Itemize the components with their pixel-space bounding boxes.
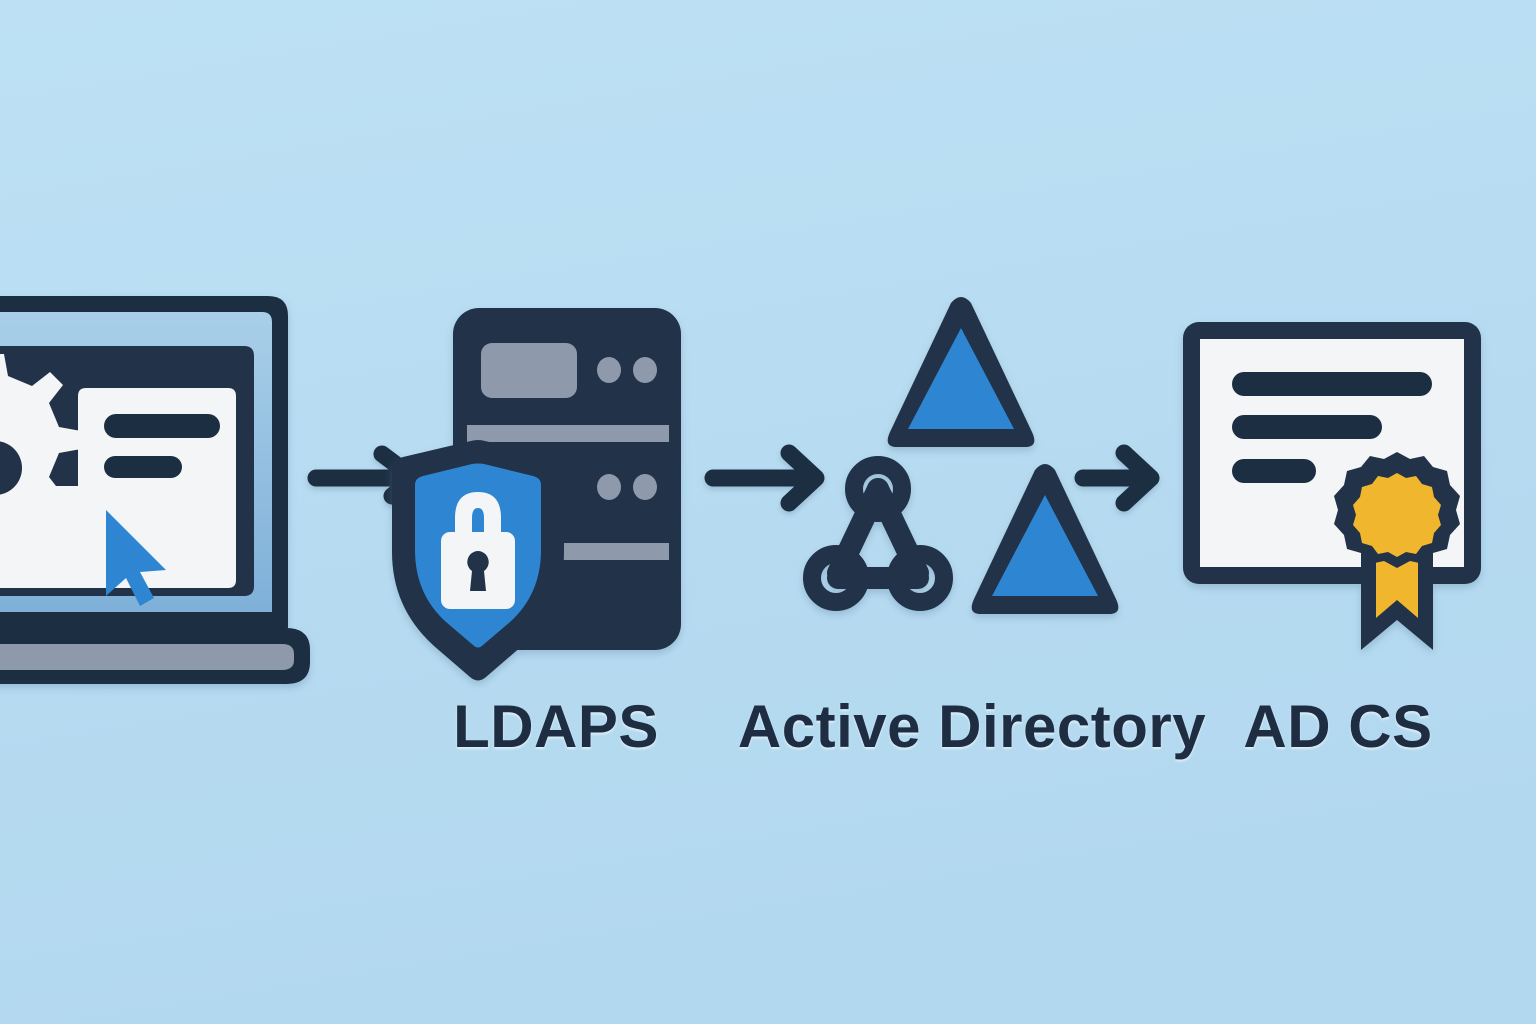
- award-seal-icon: [1334, 452, 1460, 568]
- screen-text-bar-1: [104, 414, 220, 438]
- cursor-icon: [106, 510, 166, 606]
- ad-node-graph-icon: [803, 456, 953, 611]
- certificate-line-1: [1232, 372, 1432, 396]
- server-led-3: [597, 474, 621, 500]
- server-led-2: [633, 357, 657, 383]
- certificate-line-2: [1232, 415, 1382, 439]
- screen-text-bar-2: [104, 456, 182, 478]
- server-bar-1: [467, 425, 669, 442]
- certificate-line-3: [1232, 459, 1316, 483]
- lock-icon: [441, 492, 515, 609]
- server-panel: [481, 343, 577, 398]
- ribbon-fill: [1376, 545, 1418, 618]
- arrow-ad-to-adcs: [1074, 444, 1160, 512]
- ad-triangle-lower: [971, 464, 1119, 614]
- arrow-ldaps-to-ad: [704, 444, 825, 512]
- ad-triangle-upper: [887, 297, 1035, 447]
- laptop-base-strip: [0, 644, 294, 670]
- certificate-seal-icon: [1183, 322, 1481, 650]
- server-led-1: [597, 357, 621, 383]
- gear-icon: [0, 354, 81, 526]
- server-shield-lock-icon: [392, 308, 681, 681]
- server-led-4: [633, 474, 657, 500]
- active-directory-icon: [803, 297, 1119, 614]
- laptop-settings-icon: [0, 296, 310, 684]
- server-bar-2: [557, 543, 669, 560]
